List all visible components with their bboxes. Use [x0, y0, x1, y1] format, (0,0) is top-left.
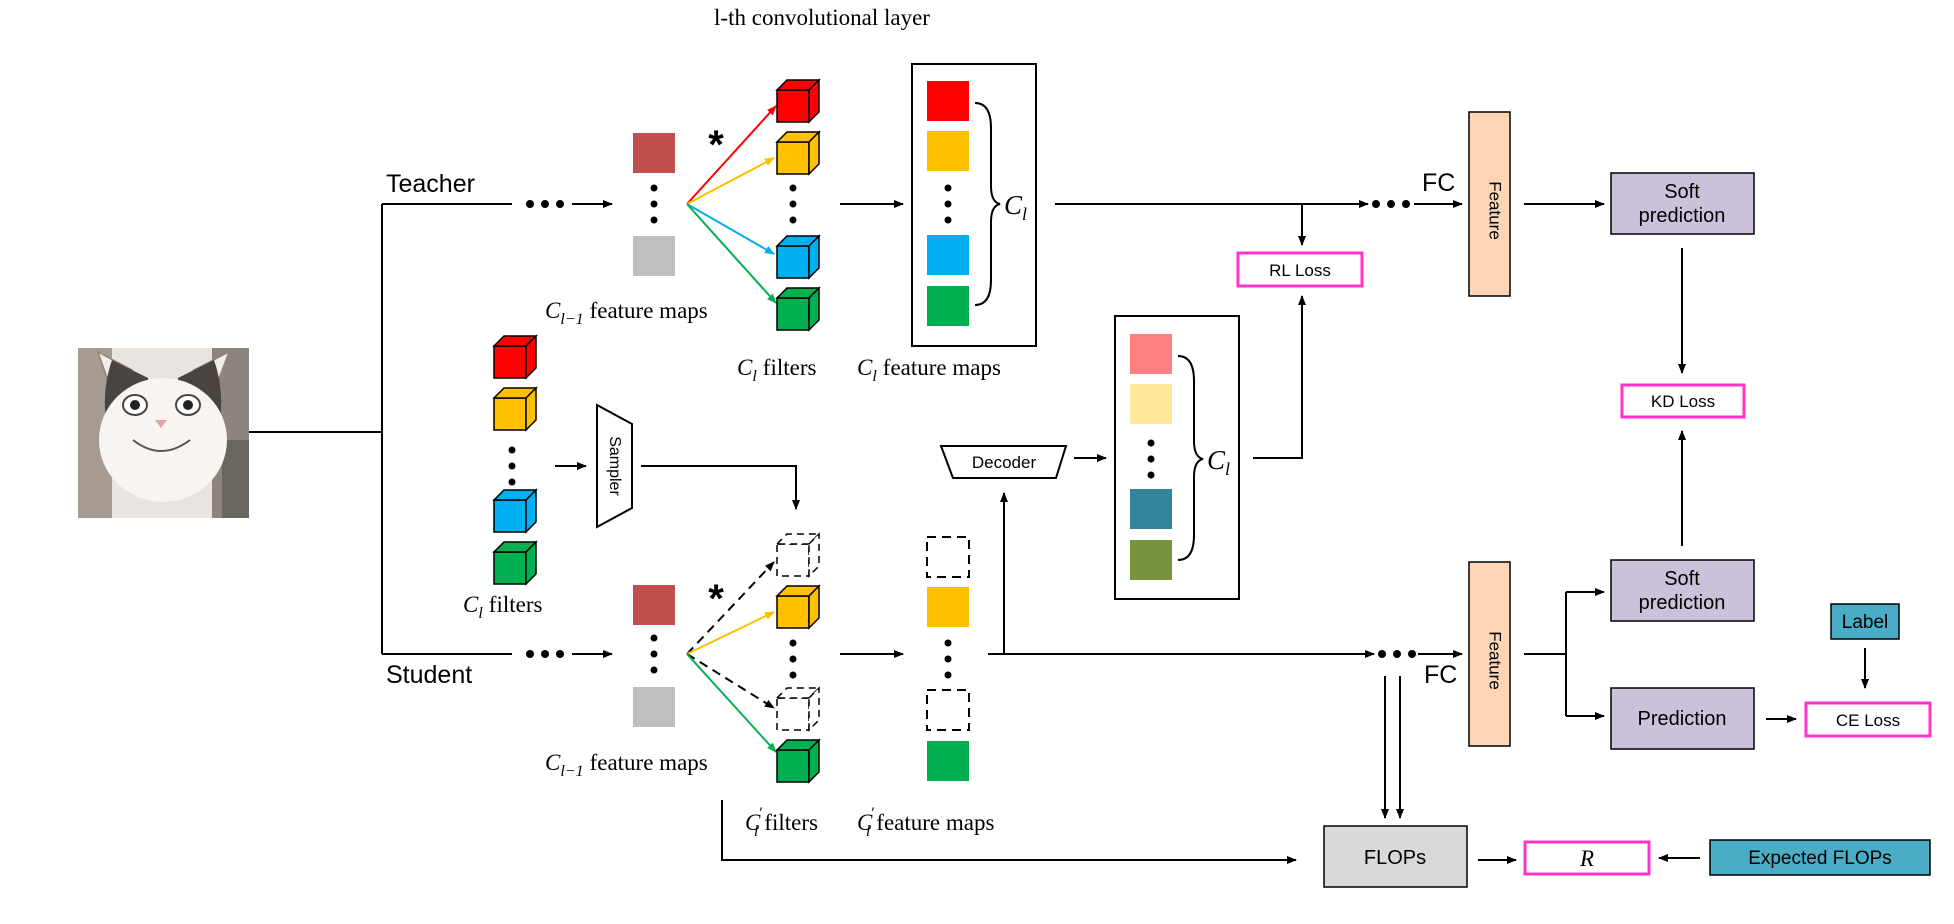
decoded-brace: [1177, 355, 1204, 561]
kd-loss-box: [1620, 383, 1746, 419]
candidate-filter-dots: [508, 446, 516, 486]
flops-box: [1323, 825, 1468, 888]
teacher-soft-prediction-box: [1610, 172, 1755, 235]
teacher-ellipsis-1: [526, 200, 564, 208]
teacher-output-feature-maps: [927, 81, 969, 326]
sampler-to-student-arrow: [641, 465, 800, 510]
teacher-input-feature-maps: [633, 133, 675, 276]
student-soft-prediction-label-line2: prediction: [1639, 592, 1726, 614]
decoder-block: [939, 445, 1068, 479]
teacher-filter-dots: [789, 184, 797, 224]
candidate-filter-blue: [492, 488, 538, 534]
student-dashed-arrow-2: [686, 653, 775, 709]
rl-loss-label: RL Loss: [1269, 261, 1331, 280]
layer-title: l-th convolutional layer: [714, 5, 930, 30]
teacher-label: Teacher: [386, 170, 475, 198]
label-box: [1830, 603, 1900, 640]
student-feature-label: Feature: [1486, 631, 1505, 690]
teacher-filter-green: [775, 286, 821, 332]
student-filter-yellow: [775, 584, 821, 630]
student-filter-pruned-1: [775, 532, 821, 578]
teacher-blue-arrow: [686, 203, 775, 255]
candidate-filter-green: [492, 540, 538, 586]
ce-loss-box: [1804, 701, 1932, 738]
ce-loss-label: CE Loss: [1836, 711, 1900, 730]
teacher-fc-label: FC: [1422, 169, 1455, 197]
flops-label: FLOPs: [1364, 847, 1426, 869]
input-cat-image: [78, 348, 249, 518]
student-filter-green: [775, 738, 821, 784]
teacher-filter-yellow: [775, 130, 821, 176]
student-filter-dots: [789, 639, 797, 679]
teacher-filters: [775, 78, 821, 332]
student-input-feature-maps: [633, 585, 675, 727]
teacher-output-box: [911, 63, 1037, 347]
candidate-filter-red: [492, 334, 538, 380]
input-split-lines: [249, 203, 512, 655]
teacher-yellow-arrow: [686, 157, 775, 205]
teacher-red-arrow: [686, 105, 777, 205]
teacher-green-arrow: [686, 203, 777, 304]
student-conv-star: *: [708, 577, 724, 621]
teacher-feature-box: [1468, 111, 1511, 297]
teacher-soft-prediction-label-line2: prediction: [1639, 205, 1726, 227]
student-ellipsis-2: [1378, 650, 1416, 658]
r-label: R: [1579, 846, 1594, 871]
student-ellipsis-1: [526, 650, 564, 658]
decoded-output-box: [1114, 315, 1240, 600]
student-label: Student: [386, 661, 472, 689]
teacher-ellipsis-2: [1372, 200, 1410, 208]
student-soft-prediction-box: [1610, 559, 1755, 622]
expected-flops-label: Expected FLOPs: [1748, 848, 1892, 869]
teacher-feature-label: Feature: [1486, 181, 1505, 240]
teacher-filter-blue: [775, 234, 821, 280]
prediction-label: Prediction: [1638, 708, 1727, 730]
student-dashed-arrow-1: [686, 561, 775, 655]
student-feature-split: [1524, 592, 1567, 716]
student-filters: [775, 532, 821, 784]
student-output-feature-maps: [926, 536, 970, 781]
decoded-brace-cl: Cl: [1207, 445, 1230, 479]
decoder-label: Decoder: [972, 453, 1037, 472]
kd-loss-label: KD Loss: [1651, 392, 1715, 411]
pruning-to-flops-arrow: [721, 800, 1297, 864]
student-fc-label: FC: [1424, 661, 1457, 689]
expected-flops-box: [1709, 839, 1931, 876]
teacher-brace-cl: Cl: [1004, 190, 1027, 224]
teacher-filter-red: [775, 78, 821, 124]
student-yellow-arrow: [686, 611, 775, 655]
label-text: Label: [1842, 612, 1889, 633]
candidate-filters: [492, 334, 538, 586]
teacher-brace: [974, 102, 1001, 306]
prediction-box: [1610, 687, 1755, 750]
decoded-feature-maps: [1130, 334, 1172, 580]
student-green-arrow: [686, 653, 777, 753]
sampler-block: [596, 403, 633, 529]
decoded-to-rl-arrow: [1253, 295, 1306, 459]
student-feature-box: [1468, 561, 1511, 747]
rl-loss-box: [1236, 251, 1364, 288]
sampler-label: Sampler: [606, 436, 623, 496]
teacher-conv-star: *: [708, 123, 724, 167]
r-box: [1523, 840, 1651, 876]
student-filter-pruned-2: [775, 686, 821, 732]
candidate-filter-yellow: [492, 386, 538, 432]
